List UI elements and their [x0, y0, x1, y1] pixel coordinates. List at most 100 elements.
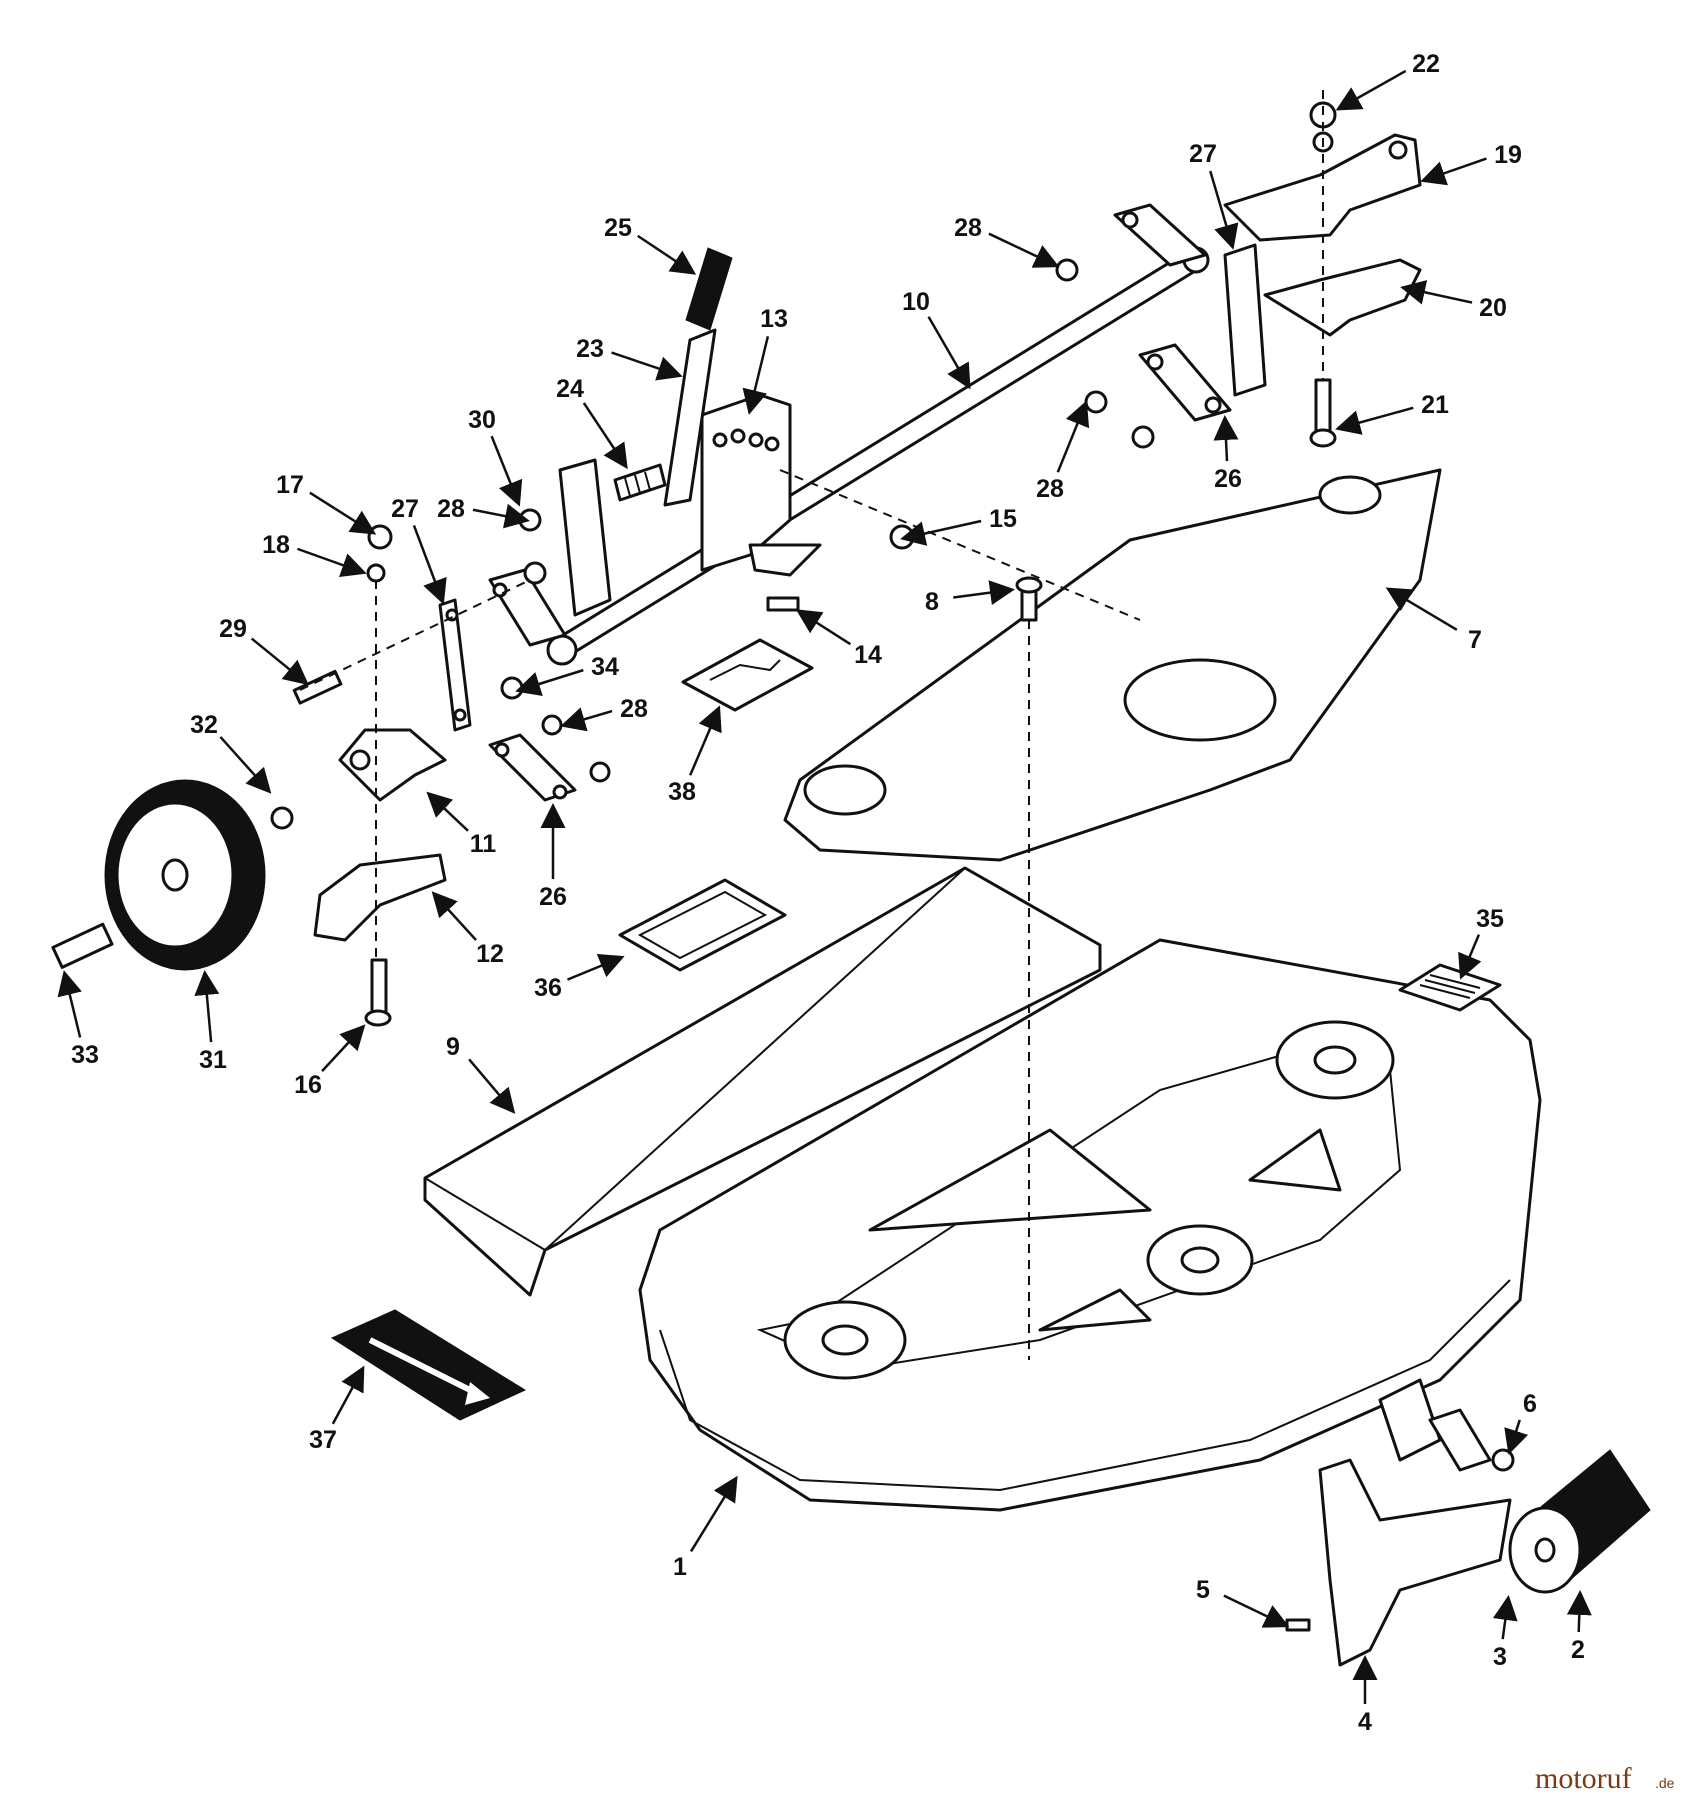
callout-leader [412, 525, 447, 605]
callout-label: 25 [604, 214, 632, 242]
callout-27a: 27 [1189, 140, 1239, 250]
callout-leader [1213, 415, 1239, 462]
right-bracket-lower [1263, 258, 1422, 337]
callout-4: 4 [1352, 1655, 1378, 1736]
callout-label: 27 [1189, 140, 1217, 168]
callout-18: 18 [262, 531, 367, 578]
callout-22: 22 [1335, 50, 1440, 111]
callout-label: 22 [1412, 50, 1440, 78]
grill-decal [618, 878, 787, 972]
callout-16: 16 [294, 1024, 366, 1099]
callout-leader [637, 234, 697, 275]
callout-label: 16 [294, 1071, 322, 1099]
callout-25: 25 [604, 214, 697, 275]
direction-arrow-decal [330, 1309, 527, 1421]
callout-label: 2 [1571, 1636, 1585, 1664]
lift-link-right-vertical [1223, 243, 1267, 397]
callout-14: 14 [795, 609, 882, 669]
callout-label: 35 [1476, 905, 1504, 933]
callout-11: 11 [426, 791, 497, 858]
callout-15: 15 [900, 505, 1017, 546]
deck-decal [1398, 963, 1502, 1012]
callout-leader [953, 580, 1015, 606]
hardware-small [51, 101, 1515, 1632]
callout-label: 3 [1493, 1643, 1507, 1671]
callout-leader [582, 402, 628, 470]
callout-19: 19 [1420, 141, 1522, 186]
callout-leader [1385, 587, 1458, 631]
mower-deck-housing [638, 938, 1542, 1512]
brand-watermark: motoruf .de [1535, 1762, 1675, 1795]
callout-leader [1492, 1595, 1518, 1640]
left-upright-bracket [558, 458, 612, 617]
callout-leader [1335, 69, 1407, 111]
callout-label: 28 [437, 495, 465, 523]
callout-leader [472, 503, 530, 529]
callout-label: 21 [1421, 391, 1449, 419]
callout-label: 28 [620, 695, 648, 723]
callout-label: 26 [539, 883, 567, 911]
callout-37: 37 [309, 1365, 365, 1454]
callout-leader [900, 519, 982, 546]
callout-label: 15 [989, 505, 1017, 533]
callout-label: 28 [954, 214, 982, 242]
callout-26b: 26 [539, 803, 567, 911]
callout-17: 17 [276, 471, 377, 535]
callout-23: 23 [576, 335, 683, 381]
callout-leader [1209, 170, 1239, 250]
callout-leader [57, 970, 82, 1038]
callout-leader [560, 707, 613, 732]
callout-label: 14 [854, 641, 882, 669]
callout-label: 37 [309, 1426, 337, 1454]
anti-scalp-roller [1508, 1449, 1651, 1594]
callout-label: 23 [576, 335, 604, 363]
callout-label: 5 [1196, 1576, 1210, 1604]
callout-leader [1056, 400, 1090, 473]
callout-leader [515, 668, 584, 696]
callout-32: 32 [190, 711, 272, 794]
callout-leader [1223, 1594, 1290, 1628]
callout-31: 31 [194, 970, 227, 1074]
callout-leader [1420, 157, 1487, 186]
callout-leader [468, 1058, 516, 1114]
callout-7: 7 [1385, 587, 1482, 654]
baffle-plate [423, 866, 1102, 1297]
lift-link-right-upper [1113, 203, 1207, 267]
callout-leader [795, 609, 852, 646]
callout-3: 3 [1492, 1595, 1518, 1671]
assembly-guide-lines [299, 90, 1324, 1360]
callout-label: 7 [1468, 626, 1482, 654]
callout-layer: 1234567891011121314151617181920212223242… [57, 50, 1592, 1736]
callout-leader [927, 316, 971, 390]
pulley-cover [783, 468, 1442, 862]
callout-label: 6 [1523, 1390, 1537, 1418]
callout-label: 4 [1358, 1708, 1372, 1736]
callout-20: 20 [1400, 280, 1507, 322]
callout-leader [611, 351, 683, 381]
callout-label: 28 [1036, 475, 1064, 503]
callout-leader [490, 435, 523, 507]
callout-leader [250, 637, 309, 686]
callout-label: 32 [190, 711, 218, 739]
left-bracket-upper [338, 728, 447, 802]
callout-label: 36 [534, 974, 562, 1002]
callout-28b: 28 [1036, 400, 1090, 503]
callout-2: 2 [1566, 1590, 1592, 1664]
callout-label: 10 [902, 288, 930, 316]
callout-label: 20 [1479, 294, 1507, 322]
spring [613, 463, 667, 502]
callout-label: 11 [470, 830, 497, 858]
lift-link-right-lower [1138, 343, 1232, 422]
callout-label: 26 [1214, 465, 1242, 493]
callout-33: 33 [57, 970, 99, 1069]
callout-label: 34 [591, 653, 619, 681]
callout-leader [431, 891, 477, 941]
callout-label: 12 [476, 940, 504, 968]
callout-13: 13 [742, 305, 788, 415]
watermark-brand: motoruf [1535, 1762, 1632, 1795]
lift-link-lower [488, 733, 577, 802]
callout-label: 13 [760, 305, 788, 333]
callout-leader [1400, 280, 1473, 305]
callout-leader [297, 547, 367, 578]
